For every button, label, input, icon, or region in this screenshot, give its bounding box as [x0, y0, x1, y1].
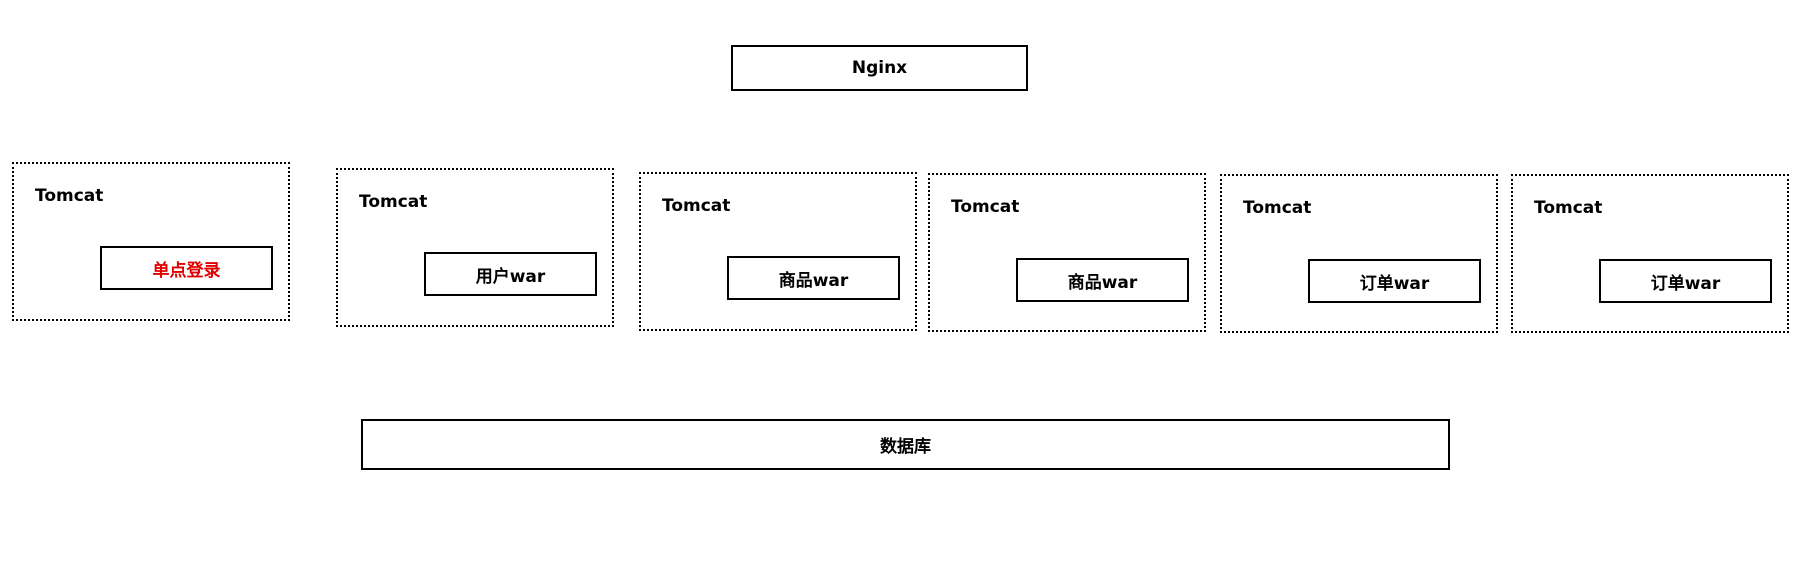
tomcat-label: Tomcat	[1534, 198, 1603, 218]
tomcat-label: Tomcat	[359, 192, 428, 212]
app-box-sso: 单点登录	[100, 246, 273, 290]
app-label: 订单war	[1359, 273, 1430, 294]
database-box: 数据库	[361, 419, 1450, 470]
tomcat-server-4: Tomcat 商品war	[928, 173, 1206, 332]
tomcat-label: Tomcat	[951, 197, 1020, 217]
app-box-order-war: 订单war	[1599, 259, 1772, 303]
tomcat-server-6: Tomcat 订单war	[1511, 174, 1789, 333]
app-label: 单点登录	[152, 260, 221, 281]
tomcat-label: Tomcat	[35, 186, 104, 206]
nginx-label: Nginx	[851, 58, 908, 78]
app-label: 订单war	[1650, 273, 1721, 294]
tomcat-label: Tomcat	[1243, 198, 1312, 218]
tomcat-server-1: Tomcat 单点登录	[12, 162, 290, 321]
tomcat-label: Tomcat	[662, 196, 731, 216]
tomcat-server-2: Tomcat 用户war	[336, 168, 614, 327]
app-label: 商品war	[778, 270, 849, 291]
app-label: 用户war	[475, 266, 546, 287]
nginx-box: Nginx	[731, 45, 1028, 91]
tomcat-server-3: Tomcat 商品war	[639, 172, 917, 331]
app-box-user-war: 用户war	[424, 252, 597, 296]
tomcat-server-5: Tomcat 订单war	[1220, 174, 1498, 333]
app-box-product-war: 商品war	[727, 256, 900, 300]
app-label: 商品war	[1067, 272, 1138, 293]
app-box-product-war: 商品war	[1016, 258, 1189, 302]
app-box-order-war: 订单war	[1308, 259, 1481, 303]
database-label: 数据库	[880, 437, 931, 457]
